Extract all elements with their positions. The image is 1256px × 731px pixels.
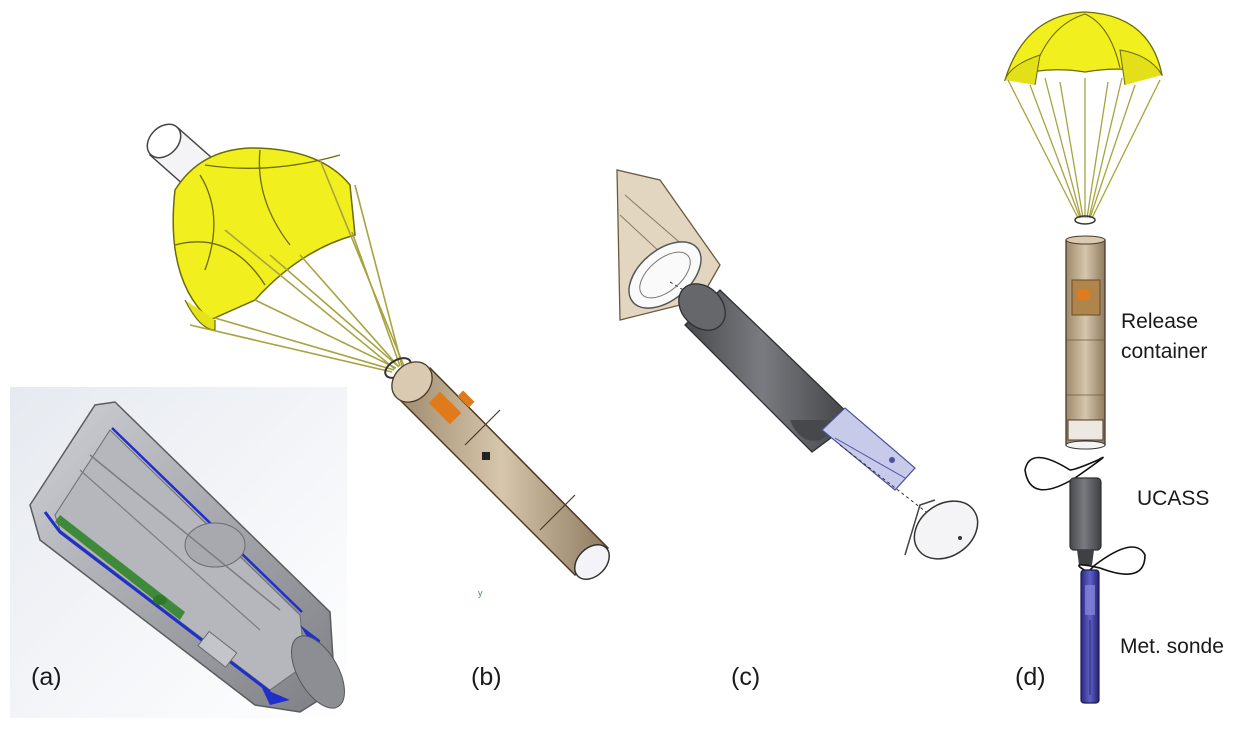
release-container-label-line2: container: [1121, 340, 1208, 363]
panel-label-b: (b): [471, 663, 502, 691]
tether-loop-lower: [1078, 546, 1146, 575]
met-sonde-d: [1080, 569, 1100, 704]
panel-label-a: (a): [31, 663, 62, 691]
panel-b-parachute-assembly: y: [146, 123, 611, 598]
release-container-label-line1: Release: [1121, 310, 1199, 333]
release-container-d: [1065, 235, 1106, 450]
end-cap-c: [904, 499, 979, 560]
release-container-b: [391, 361, 611, 581]
canopy-d: [1003, 11, 1163, 86]
suspension-lines-d: [1007, 77, 1161, 219]
panel-label-c: (c): [731, 663, 761, 691]
panel-label-d: (d): [1015, 663, 1046, 691]
suspension-lines: [189, 159, 405, 373]
release-container-label: Release container: [1121, 307, 1207, 367]
canopy-dome: [172, 147, 356, 331]
met-sonde-label: Met. sonde: [1120, 635, 1224, 658]
panel-d-full-stack: [1003, 11, 1163, 704]
panel-c-exploded-view: [616, 169, 979, 560]
axis-triad-mark: y: [478, 588, 483, 598]
ucass-d: [1069, 477, 1102, 565]
panel-a-cutaway-model: [10, 387, 347, 718]
probe-c: [821, 407, 916, 491]
ucass-label: UCASS: [1137, 487, 1210, 510]
